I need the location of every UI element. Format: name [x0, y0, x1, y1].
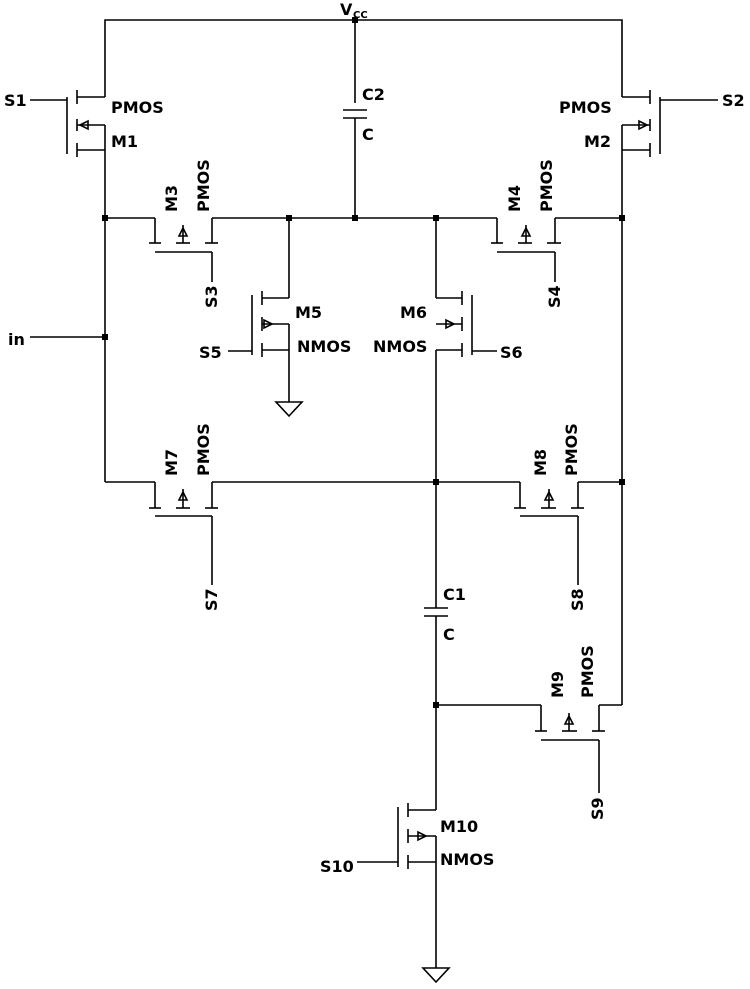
- m3-name: M3: [162, 185, 181, 212]
- m6-type: NMOS: [373, 337, 427, 356]
- transistor-m3: [149, 225, 218, 282]
- transistor-m6: [435, 218, 497, 482]
- c1-value: C: [443, 625, 455, 644]
- transistor-m10: [357, 803, 451, 984]
- m4-type: PMOS: [537, 159, 556, 212]
- transistor-m9: [433, 702, 622, 793]
- vcc-label-sub: CC: [353, 10, 368, 21]
- transistor-m7: [149, 489, 218, 585]
- capacitor-c2: [343, 109, 367, 218]
- input-wire: [30, 334, 108, 340]
- m10-gate-label: S10: [320, 857, 354, 876]
- m3-gate-label: S3: [202, 285, 221, 308]
- m7-type: PMOS: [194, 423, 213, 476]
- m9-name: M9: [548, 671, 567, 698]
- m8-gate-label: S8: [568, 588, 587, 611]
- m7-gate-label: S7: [202, 588, 221, 611]
- m10-name: M10: [440, 817, 478, 836]
- vcc-rail: [104, 17, 623, 103]
- m8-name: M8: [531, 449, 550, 476]
- input-label: in: [8, 330, 25, 349]
- m10-type: NMOS: [440, 850, 494, 869]
- m9-gate-label: S9: [588, 797, 607, 820]
- m5-name: M5: [295, 303, 322, 322]
- c2-value: C: [362, 125, 374, 144]
- c2-name: C2: [362, 85, 385, 104]
- vcc-label: V: [340, 0, 353, 19]
- node-a-wire: [102, 150, 625, 705]
- transistor-m2: [621, 90, 718, 157]
- c1-name: C1: [443, 585, 466, 604]
- m2-gate-label: S2: [722, 91, 745, 110]
- capacitor-c1: [424, 482, 448, 810]
- transistor-m8: [514, 489, 584, 585]
- m4-gate-label: S4: [545, 285, 564, 308]
- m2-name: M2: [584, 132, 611, 151]
- transistor-m1: [30, 90, 106, 157]
- transistor-m4: [491, 225, 561, 282]
- m6-gate-label: S6: [500, 343, 523, 362]
- m4-name: M4: [505, 185, 524, 212]
- m2-type: PMOS: [559, 98, 612, 117]
- m5-type: NMOS: [297, 337, 351, 356]
- m9-type: PMOS: [578, 645, 597, 698]
- m1-name: M1: [111, 132, 138, 151]
- m7-name: M7: [162, 449, 181, 476]
- m6-name: M6: [400, 303, 427, 322]
- m1-gate-label: S1: [4, 91, 27, 110]
- m1-type: PMOS: [111, 98, 164, 117]
- node-b-wire: [105, 479, 625, 508]
- m3-type: PMOS: [194, 159, 213, 212]
- m5-gate-label: S5: [199, 343, 222, 362]
- m8-type: PMOS: [562, 423, 581, 476]
- transistor-m5: [228, 218, 304, 418]
